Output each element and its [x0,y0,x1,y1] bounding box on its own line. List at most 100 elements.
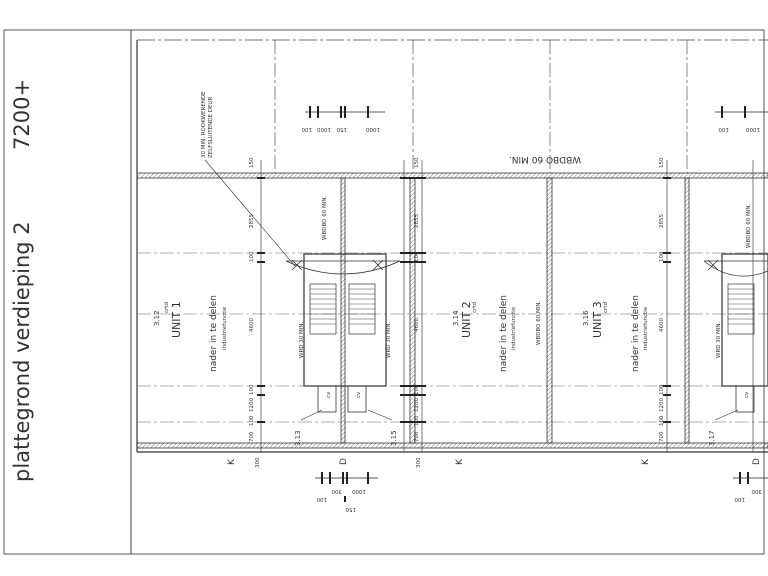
facade-wall [136,442,768,449]
stair-wall-label-1: WRD 30 MIN. [299,322,305,358]
dimension-labels-col2: 150 2855 100 4600 100 1200 100 700 300 [414,157,422,468]
unit-3-name: UNIT 3 [591,301,604,338]
svg-text:D: D [339,458,349,465]
cv-label-1: cv [326,391,332,398]
bottom-dim-labels-1: 100 300 1000 150 [316,488,366,512]
svg-text:1200: 1200 [249,398,255,412]
top-dim-group-1 [305,106,385,118]
svg-text:100: 100 [249,384,255,395]
dimension-lines [260,160,754,452]
stair-code-3: 3.17 [708,430,716,446]
unit-axes [137,252,768,423]
right-edge-fire-label: WBDBO 60 MIN. [746,204,752,248]
svg-text:100: 100 [414,251,420,262]
door-annotation-line1: 30 MIN. ROOKWERENDE [201,91,207,158]
cv-label-2: cv [356,391,362,398]
svg-text:300: 300 [751,488,762,494]
stair-partition-1 [340,177,346,444]
sheet-level: 7200+ [10,79,34,150]
unit-3-floor: crtd [603,302,609,313]
svg-text:300: 300 [416,457,422,468]
svg-text:100: 100 [659,415,665,426]
svg-text:300: 300 [255,457,261,468]
stair-partition-label: WBDBO 60 MIN. [322,196,328,240]
svg-text:100: 100 [414,384,420,395]
unit-1-code: 3.12 [153,310,161,326]
top-dim-labels-2: 100 1000 [718,126,760,132]
corridor-axes [274,40,688,173]
stair-partition-2 [684,177,690,444]
cv-label-3: cv [744,391,750,398]
svg-text:100: 100 [249,251,255,262]
svg-text:K: K [227,458,237,465]
svg-text:2855: 2855 [249,214,255,228]
svg-text:1000: 1000 [746,126,760,132]
svg-text:150: 150 [659,157,665,168]
unit-2-desc: nader in te delen [499,295,509,372]
unit-2-func: industriefunctie [511,306,517,350]
sheet-border [3,29,765,555]
bottom-dim-group-1 [315,472,378,502]
svg-text:2855: 2855 [659,214,665,228]
corridor-wall [136,172,768,179]
svg-text:4600: 4600 [659,318,665,332]
svg-text:700: 700 [414,431,420,442]
svg-text:D: D [752,458,762,465]
svg-text:100: 100 [718,126,729,132]
svg-text:K: K [641,458,651,465]
unit-3-func: industriefunctie [643,306,649,350]
dimension-ticks [257,177,671,423]
unit-1-labels: 3.12 UNIT 1 crtd nader in te delen indus… [153,295,228,372]
unit-1-floor: crtd [164,302,170,313]
bottom-dim-labels-2: 100 300 [734,488,762,502]
svg-text:4600: 4600 [249,318,255,332]
svg-text:100: 100 [301,126,312,132]
svg-text:4600: 4600 [414,318,420,332]
svg-text:100: 100 [249,415,255,426]
partition-fire-label: WBDBO 60 MIN. [536,301,542,345]
door-annotation-line2: ZELFSLUITENDE DEUR [208,97,214,158]
stair-code-1: 3.13 [294,430,302,446]
dimension-labels-col3: 150 2855 100 4600 100 1200 100 700 [659,157,665,442]
unit-1-desc: nader in te delen [209,295,219,372]
svg-text:1000: 1000 [366,126,380,132]
svg-text:300: 300 [331,488,342,494]
unit-1-func: industriefunctie [222,306,228,350]
stair-code-2: 3.15 [390,430,398,446]
corridor-fire-label: WBDBO 60 MIN. [509,154,581,164]
svg-text:100: 100 [734,496,745,502]
unit-3-desc: nader in te delen [631,295,641,372]
svg-text:100: 100 [659,384,665,395]
svg-text:700: 700 [249,431,255,442]
dimension-labels-col1: 150 2855 100 4600 100 1200 100 700 300 [249,157,261,468]
svg-text:150: 150 [336,126,347,132]
svg-text:150: 150 [414,157,420,168]
svg-text:700: 700 [659,431,665,442]
svg-text:1200: 1200 [414,398,420,412]
svg-text:1200: 1200 [659,398,665,412]
axis-labels: K D K K D [227,458,762,465]
top-dim-group-2 [715,106,768,118]
partition-wall-2 [546,177,553,444]
unit-3-code: 3.16 [582,310,590,326]
top-dim-labels-1: 100 150 1000 1000 [301,126,380,132]
svg-text:100: 100 [414,415,420,426]
stair-leader-2 [367,409,393,421]
bottom-dim-group-2 [733,472,768,484]
unit-2-code: 3.14 [452,310,460,326]
unit-3-labels: 3.16 UNIT 3 crtd nader in te delen indus… [582,295,649,372]
sheet-title: plattegrond verdieping 2 [10,221,34,482]
unit-2-labels: 3.14 UNIT 2 crtd nader in te delen indus… [452,295,517,372]
svg-text:150: 150 [249,157,255,168]
stair-wall-label-3: WRD 30 MIN. [716,322,722,358]
unit-2-name: UNIT 2 [460,301,473,338]
stairwell-1 [285,253,401,413]
svg-text:1000: 1000 [317,126,331,132]
svg-text:100: 100 [659,251,665,262]
svg-text:K: K [455,458,465,465]
svg-text:150: 150 [345,506,356,512]
annotation-leader [204,159,296,267]
svg-text:100: 100 [316,496,327,502]
